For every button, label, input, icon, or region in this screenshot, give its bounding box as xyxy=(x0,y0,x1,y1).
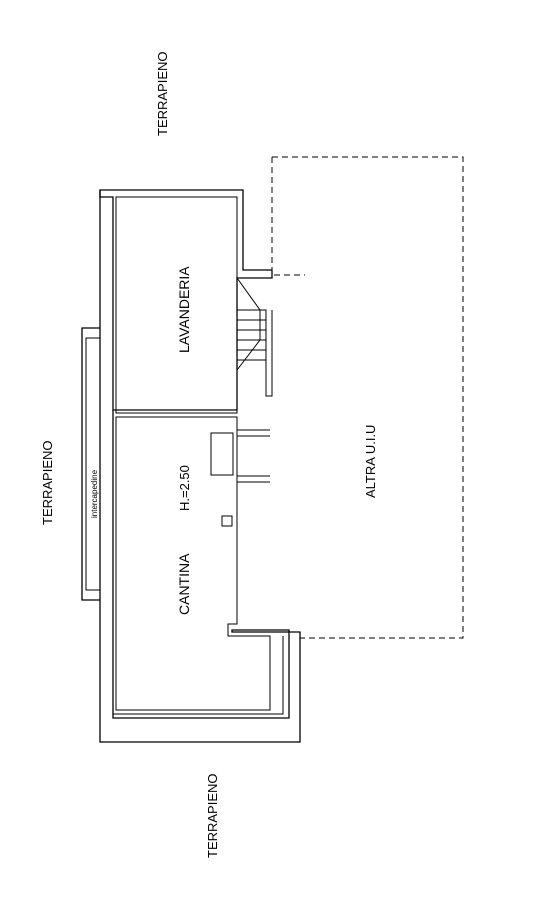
door-lavanderia-cantina xyxy=(237,429,270,483)
label-intercapedine: intercapedine xyxy=(90,469,99,518)
label-height: H.=2.50 xyxy=(177,465,192,511)
door-frame xyxy=(210,432,234,476)
label-terrapieno-bottom: TERRAPIENO xyxy=(205,773,220,858)
label-altra-uiu: ALTRA U.I.U xyxy=(363,425,378,498)
outer-wall-main xyxy=(99,190,301,743)
stair-outline xyxy=(236,277,261,371)
label-lavanderia: LAVANDERIA xyxy=(176,266,192,353)
lavanderia-room xyxy=(115,196,238,414)
altra-uiu-boundary xyxy=(271,156,464,639)
cantina-inner-wall xyxy=(113,636,284,715)
column xyxy=(221,515,233,527)
stair-flight xyxy=(237,309,273,397)
cantina-room xyxy=(115,416,271,711)
label-terrapieno-left: TERRAPIENO xyxy=(40,440,55,525)
intercapedine-space xyxy=(85,337,101,591)
intercapedine-wall xyxy=(81,327,100,601)
label-terrapieno-top: TERRAPIENO xyxy=(155,51,170,136)
label-cantina: CANTINA xyxy=(176,553,192,615)
